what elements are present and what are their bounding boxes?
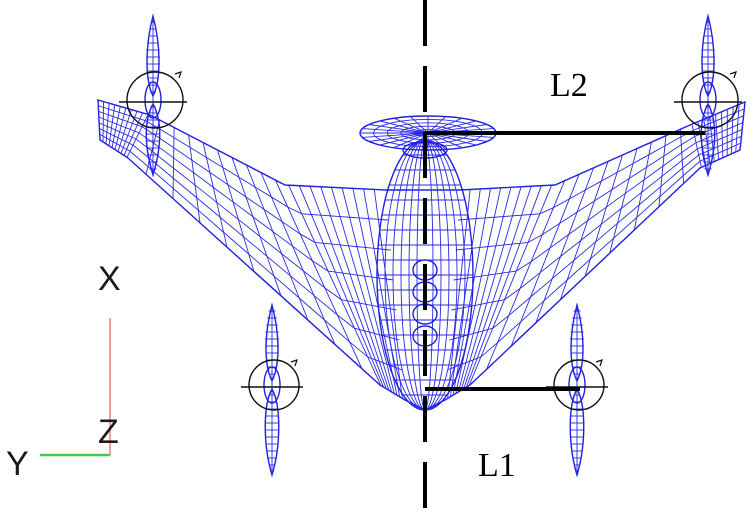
- propeller-rotation-ring: [248, 359, 300, 411]
- propeller-nacelle: [699, 81, 717, 119]
- wing-rib-left: [105, 103, 110, 144]
- wing: [97, 99, 746, 411]
- x-axis-label: X: [98, 260, 121, 298]
- propeller-rotation-ring: [553, 359, 605, 411]
- wing-rib-right: [447, 189, 471, 399]
- wing-rib-right: [609, 148, 638, 254]
- wing-rib-left: [188, 134, 201, 223]
- propeller-rotation-ring: [681, 71, 739, 129]
- wing-rib-left: [126, 114, 149, 158]
- wing-rib-left: [123, 112, 143, 156]
- wing-span-right: [451, 129, 743, 311]
- wing-rib-left: [111, 106, 121, 148]
- l2-label: L2: [550, 67, 588, 104]
- wing-rib-right: [584, 154, 623, 277]
- wing-rib-left: [288, 184, 382, 386]
- propeller-rotation-arrow: [729, 71, 737, 79]
- wing-span-right: [453, 122, 744, 281]
- wing-rib-left: [102, 101, 105, 142]
- wing-rib-left: [246, 164, 309, 321]
- y-axis-label: Y: [6, 445, 29, 483]
- wing-rib-right: [510, 174, 580, 347]
- wing-rib-left: [217, 149, 255, 272]
- propeller-nacelle: [263, 366, 281, 404]
- wing-span-left: [98, 116, 394, 281]
- wing-rib-left: [341, 187, 395, 394]
- axis-triad: X Z Y: [6, 260, 121, 483]
- z-axis-label: Z: [98, 413, 119, 451]
- propeller-rotation-arrow: [174, 71, 182, 79]
- wing-ribs-left: [102, 101, 403, 399]
- wing-span-left: [98, 111, 391, 251]
- wing-rib-left: [298, 185, 384, 388]
- wing-rib-right: [735, 104, 740, 152]
- propeller-front-left: [119, 13, 187, 178]
- wing-rib-left: [202, 142, 228, 248]
- wing-span-right: [446, 142, 741, 371]
- wing-span-left: [98, 122, 397, 311]
- wing-rib-right: [452, 188, 491, 396]
- wing-outline: [97, 99, 746, 411]
- wing-rib-right: [720, 111, 724, 158]
- wing-span-left: [99, 128, 400, 341]
- wing-rib-right: [730, 106, 734, 154]
- propeller-rotation-arrow: [290, 359, 298, 367]
- wing-rib-right: [633, 142, 652, 231]
- propeller-nacelle: [144, 81, 162, 119]
- wing-rib-right: [463, 186, 532, 389]
- l1-label: L1: [478, 447, 516, 484]
- wing-span-right: [449, 135, 742, 341]
- wing-rib-left: [330, 187, 393, 393]
- wing-rib-right: [658, 135, 667, 207]
- wing-rib-left: [373, 189, 403, 399]
- wing-rib-left: [320, 186, 390, 391]
- propeller-nacelle: [568, 366, 586, 404]
- wing-rib-right: [535, 167, 594, 324]
- wing-rib-left: [260, 172, 336, 345]
- wing-rib-right: [466, 185, 542, 388]
- propeller-rotation-arrow: [595, 359, 603, 367]
- wing-spans: [98, 105, 745, 371]
- wing-rib-left: [363, 188, 401, 397]
- wing-rib-left: [231, 157, 282, 296]
- wing-rib-right: [468, 185, 553, 386]
- wing-rib-right: [460, 186, 522, 391]
- wing-ribs-right: [447, 104, 740, 399]
- propeller-rotation-ring: [126, 71, 184, 129]
- wing-span-left: [99, 133, 403, 371]
- wing-rib-right: [715, 114, 720, 160]
- wing-rib-right: [559, 161, 609, 300]
- propeller-front-right: [674, 13, 742, 178]
- wing-rib-left: [114, 107, 127, 150]
- wing-rib-left: [309, 186, 387, 389]
- wing-span-left: [98, 105, 388, 221]
- wing-rib-left: [108, 104, 116, 146]
- wing-rib-left: [172, 127, 175, 199]
- wing-rib-right: [679, 129, 685, 184]
- wing-rib-left: [274, 179, 363, 369]
- wing-rib-right: [486, 180, 566, 370]
- wing-rib-left: [117, 109, 132, 152]
- wing-span-right: [457, 108, 745, 221]
- propeller-rear-left: [241, 302, 303, 478]
- wing-rib-left: [352, 188, 398, 396]
- wing-rib-right: [457, 187, 512, 393]
